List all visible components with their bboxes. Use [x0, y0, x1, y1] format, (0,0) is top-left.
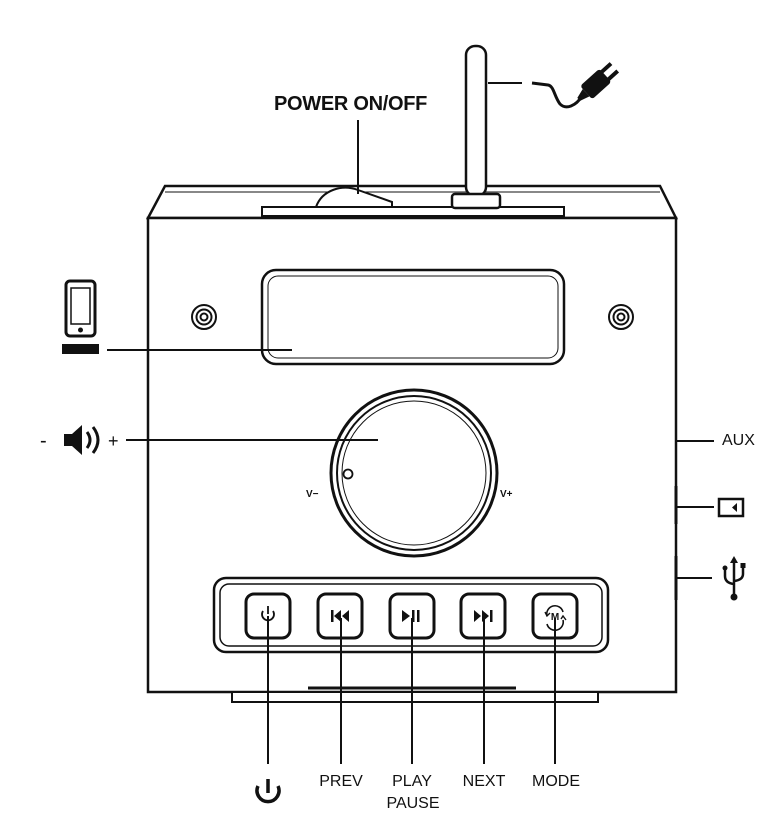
mode-icon-letter: M [551, 612, 559, 623]
speaker-volume-icon [64, 425, 100, 455]
skip-back-icon [331, 610, 349, 622]
phone-icon [62, 279, 99, 354]
usb-icon [722, 556, 746, 601]
mode-label: MODE [532, 773, 580, 790]
mode-icon: M [544, 604, 567, 632]
screw-left [191, 304, 217, 330]
power-plug-icon [531, 62, 620, 109]
knob-volume-down-label: V− [306, 489, 319, 500]
play-pause-icon [402, 610, 420, 622]
power-switch-label: POWER ON/OFF [274, 93, 428, 115]
mode-button[interactable]: M [531, 592, 579, 640]
phone-cradle-slot [260, 268, 566, 366]
sd-card-icon [717, 497, 745, 518]
screw-right [608, 304, 634, 330]
volume-knob[interactable] [329, 388, 499, 558]
power-rocker-switch[interactable] [314, 186, 393, 208]
device-top-lid [145, 184, 679, 220]
next-label: NEXT [462, 773, 506, 790]
volume-plus-label: + [108, 431, 119, 451]
volume-minus-label: - [40, 430, 47, 452]
knob-volume-up-label: V+ [500, 489, 513, 500]
pause-label: PAUSE [386, 795, 440, 812]
aux-label: AUX [722, 432, 755, 449]
prev-button[interactable] [316, 592, 364, 640]
power-label-icon [255, 779, 281, 804]
play-label: PLAY [392, 773, 432, 790]
antenna [450, 44, 502, 210]
prev-label: PREV [319, 773, 363, 790]
